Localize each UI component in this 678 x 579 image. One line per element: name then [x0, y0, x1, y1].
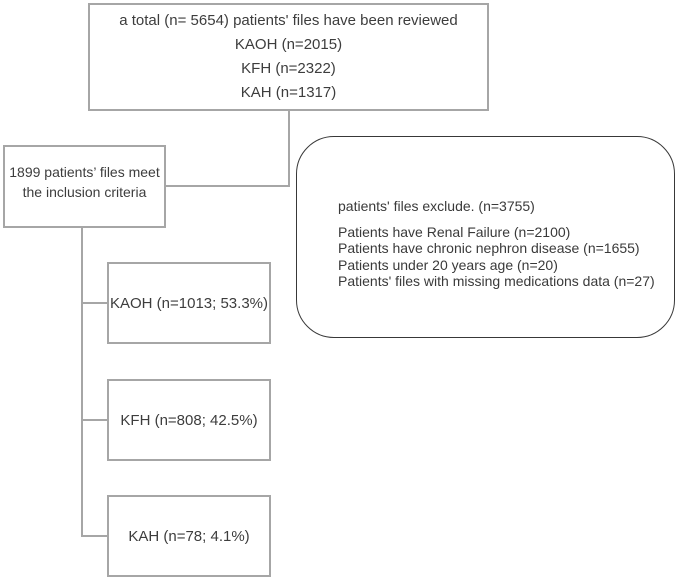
connector-trunk-vertical	[81, 228, 83, 537]
kah-result-box: KAH (n=78; 4.1%)	[107, 495, 271, 577]
total-reviewed-box: a total (n= 5654) patients' files have b…	[88, 3, 489, 111]
kaoh-result-label: KAOH (n=1013; 53.3%)	[109, 294, 268, 312]
kaoh-result-box: KAOH (n=1013; 53.3%)	[107, 262, 271, 344]
connector-branch-kaoh	[83, 302, 107, 304]
exclusion-item-chronic-nephron: Patients have chronic nephron disease (n…	[338, 240, 640, 257]
total-kah-line: KAH (n=1317)	[240, 84, 337, 101]
kfh-result-box: KFH (n=808; 42.5%)	[107, 379, 271, 461]
kah-result-label: KAH (n=78; 4.1%)	[128, 527, 250, 545]
connector-top-horizontal	[166, 185, 290, 187]
exclusion-item-missing-data: Patients' files with missing medications…	[338, 273, 655, 290]
total-kaoh-line: KAOH (n=2015)	[234, 36, 343, 53]
inclusion-line-2: the inclusion criteria	[22, 183, 147, 200]
exclusion-box: patients' files exclude. (n=3755) Patien…	[296, 136, 675, 338]
total-reviewed-line: a total (n= 5654) patients' files have b…	[119, 12, 458, 29]
inclusion-criteria-box: 1899 patients’ files meet the inclusion …	[3, 145, 166, 228]
total-kfh-line: KFH (n=2322)	[241, 60, 336, 77]
connector-branch-kfh	[83, 419, 107, 421]
kfh-result-label: KFH (n=808; 42.5%)	[120, 411, 258, 429]
exclusion-item-under-20: Patients under 20 years age (n=20)	[338, 256, 558, 273]
exclusion-item-renal-failure: Patients have Renal Failure (n=2100)	[338, 223, 571, 240]
inclusion-line-1: 1899 patients’ files meet	[9, 163, 160, 180]
connector-branch-kah	[83, 535, 107, 537]
exclusion-title: patients' files exclude. (n=3755)	[338, 198, 535, 215]
connector-top-vertical	[288, 111, 290, 187]
